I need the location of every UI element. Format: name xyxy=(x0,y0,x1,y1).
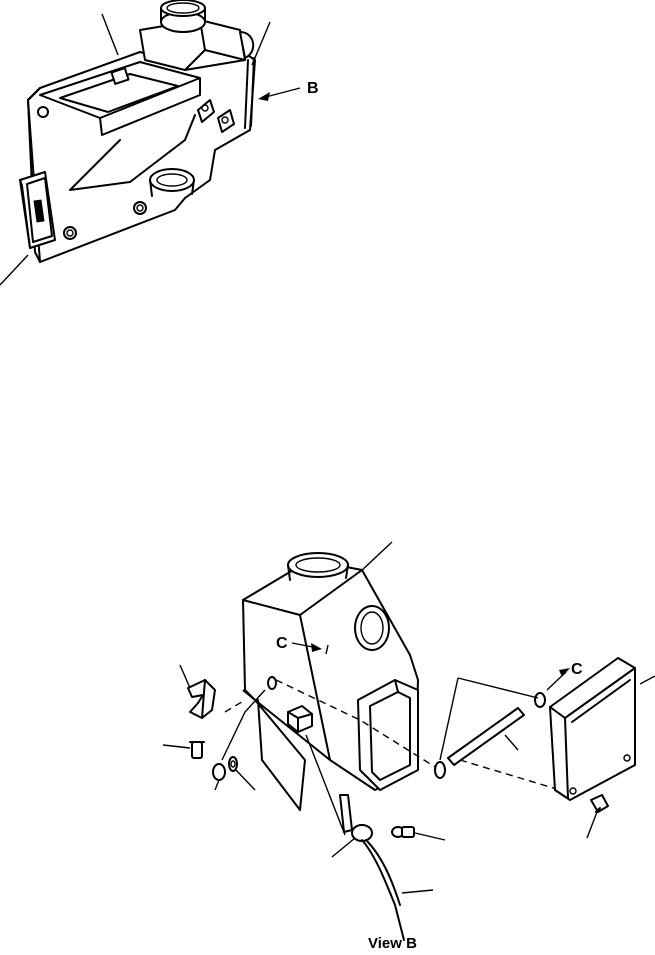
nuts-washers xyxy=(212,676,277,791)
top-heater-assembly xyxy=(0,0,271,286)
view-caption: View B xyxy=(368,935,417,950)
ref-c-right: C xyxy=(546,661,583,691)
bolt-left xyxy=(162,741,205,759)
bolt-right xyxy=(586,794,609,839)
ref-c-right-label: C xyxy=(571,661,583,678)
rod-part xyxy=(434,677,546,779)
ref-c-left-label: C xyxy=(276,635,288,652)
view-b-label: B xyxy=(307,80,319,97)
sensor-cable xyxy=(305,734,434,941)
cover-plate xyxy=(549,657,655,801)
clip-part xyxy=(179,664,216,719)
view-b-arrow: B xyxy=(258,80,319,101)
alignment-lines xyxy=(224,679,561,791)
bolt-sensor xyxy=(391,826,446,841)
heater-housing-exploded: C xyxy=(242,541,419,811)
